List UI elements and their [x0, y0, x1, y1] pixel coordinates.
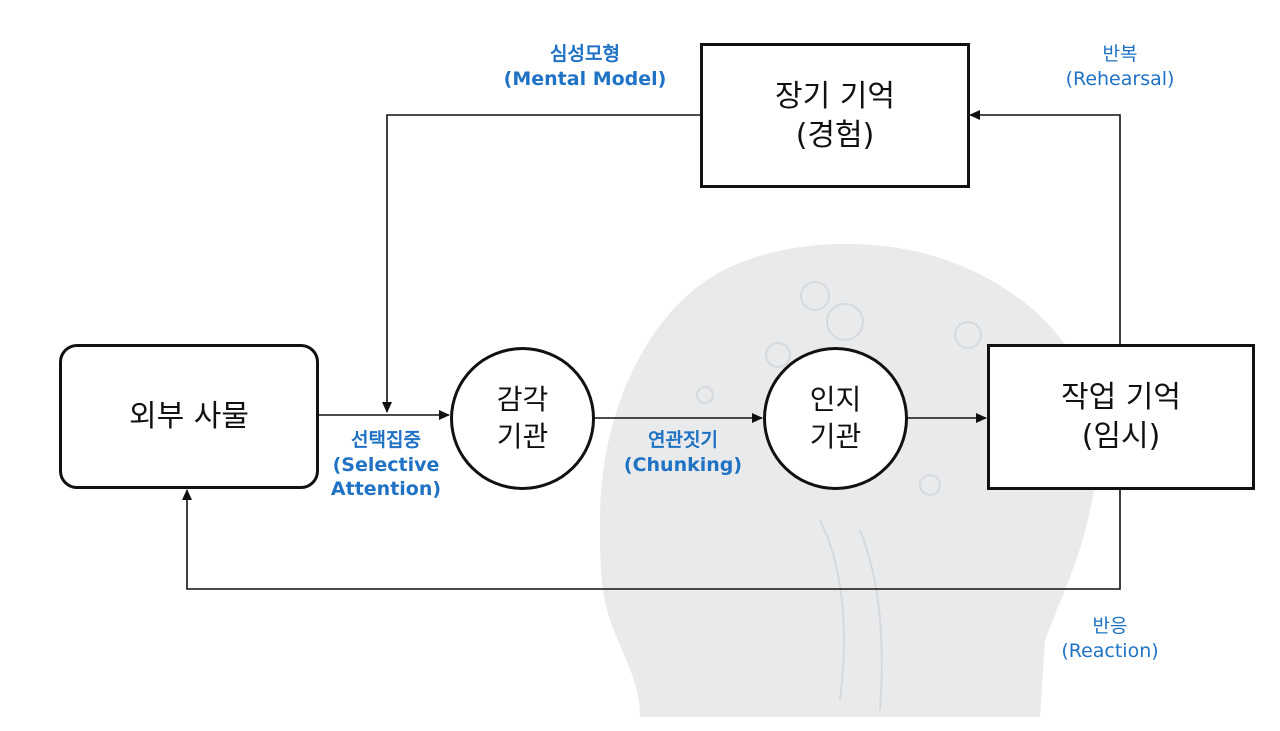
reaction-label: 반응 (Reaction) — [1045, 614, 1175, 663]
chunking-label: 연관짓기 (Chunking) — [608, 428, 758, 477]
sensory-organ-circle: 감각 기관 — [450, 347, 595, 490]
rehearsal-label: 반복 (Rehearsal) — [1050, 42, 1190, 91]
working-memory-box: 작업 기억 (임시) — [987, 344, 1255, 490]
cognitive-organ-line2: 기관 — [809, 419, 862, 453]
cognitive-organ-circle: 인지 기관 — [763, 347, 908, 490]
external-object-box: 외부 사물 — [59, 344, 319, 489]
sensory-organ-line1: 감각 — [496, 383, 549, 417]
mental-model-label: 심성모형 (Mental Model) — [490, 42, 680, 91]
selective-attention-en2: Attention) — [330, 478, 442, 501]
working-memory-subtitle: (임시) — [1081, 419, 1161, 454]
selective-attention-label: 선택집중 (Selective Attention) — [316, 428, 456, 502]
reaction-arrow — [182, 489, 1121, 590]
long-term-memory-box: 장기 기억 (경험) — [700, 43, 970, 188]
mental-model-ko: 심성모형 — [550, 43, 620, 65]
long-term-memory-subtitle: (경험) — [795, 117, 875, 153]
selective-attention-ko: 선택집중 — [351, 429, 421, 451]
rehearsal-arrow — [969, 110, 1121, 345]
chunking-en: (Chunking) — [623, 453, 743, 476]
rehearsal-en: (Rehearsal) — [1065, 67, 1175, 90]
long-term-memory-title: 장기 기억 — [775, 78, 895, 114]
chunking-ko: 연관짓기 — [648, 429, 718, 451]
rehearsal-ko: 반복 — [1102, 43, 1138, 65]
selective-attention-en1: (Selective — [332, 453, 440, 476]
sensory-organ-line2: 기관 — [496, 419, 549, 453]
mental-model-arrow — [382, 114, 700, 413]
reaction-en: (Reaction) — [1061, 639, 1159, 662]
reaction-ko: 반응 — [1092, 615, 1128, 637]
cognitive-organ-line1: 인지 — [809, 383, 862, 417]
mental-model-en: (Mental Model) — [503, 67, 667, 90]
working-memory-title: 작업 기억 — [1061, 380, 1181, 415]
external-object-title: 외부 사물 — [129, 399, 249, 434]
